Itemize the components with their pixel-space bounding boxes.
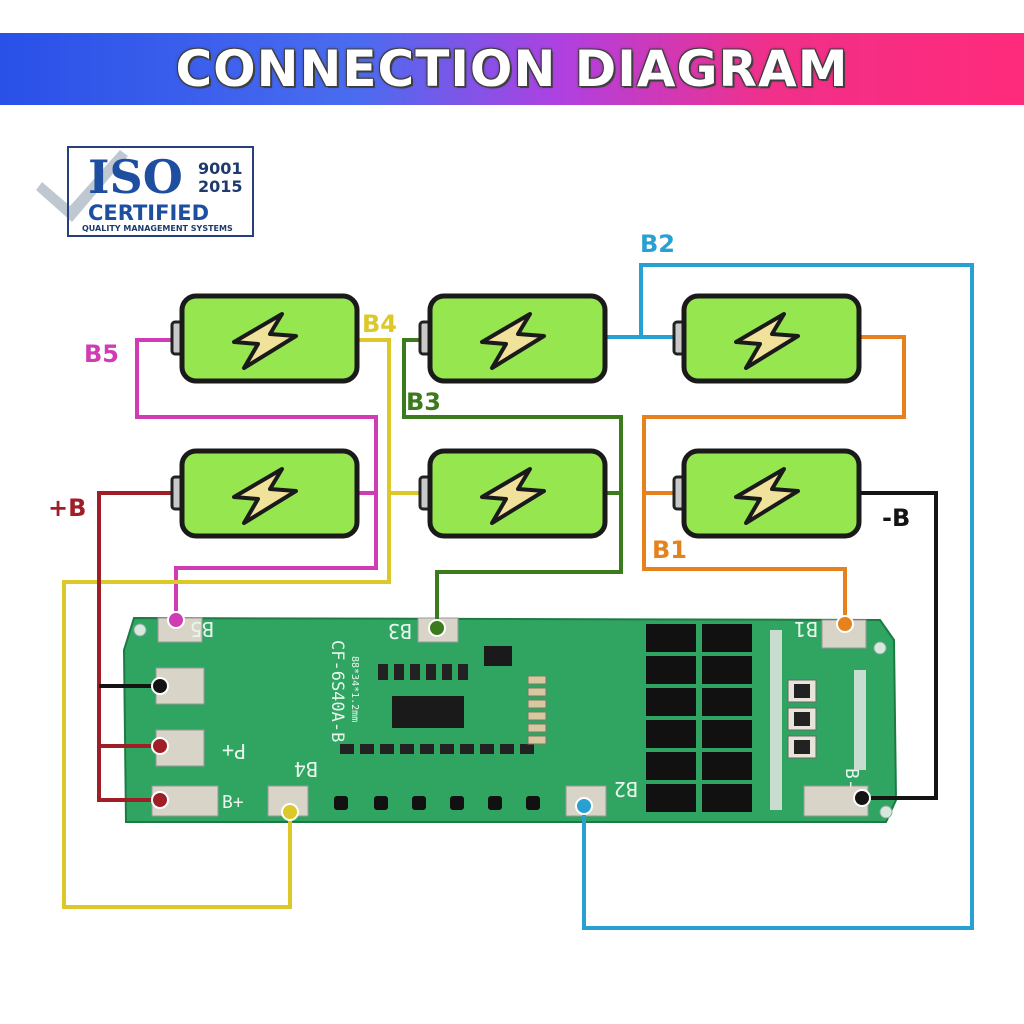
label-plus-b: +B [48, 494, 86, 522]
checkmark-icon [36, 150, 128, 222]
mount-hole-icon [879, 805, 893, 819]
mount-hole-icon [873, 641, 887, 655]
pcb-label-b2: B2 [614, 777, 638, 801]
wire-plus-b [97, 491, 176, 802]
label-b4: B4 [362, 310, 397, 338]
pcb-label-p-plus: P+ [222, 739, 246, 763]
wire-minus-b [858, 491, 938, 800]
label-b2: B2 [640, 230, 675, 258]
label-minus-b: -B [882, 504, 910, 532]
label-b5: B5 [84, 340, 119, 368]
connection-dots [151, 611, 871, 821]
iso-badge: ISO 9001 2015 CERTIFIED QUALITY MANAGEME… [36, 146, 254, 237]
iso-subtitle-text: QUALITY MANAGEMENT SYSTEMS [82, 224, 233, 233]
copper-strip [770, 630, 782, 810]
small-ic-chip [484, 646, 512, 666]
battery-icon [418, 448, 608, 539]
battery-icon [672, 448, 862, 539]
copper-strip [854, 670, 866, 770]
resistor-row-top [378, 664, 468, 680]
battery-icon [170, 293, 360, 384]
pcb-label-b5: B5 [190, 617, 214, 641]
iso-year-bottom: 2015 [198, 177, 243, 196]
pcb-dimension-text: 88*34*1.2mm [349, 656, 360, 722]
page-title: CONNECTION DIAGRAM [175, 40, 849, 98]
pcb-label-b3: B3 [388, 619, 412, 643]
title-banner [0, 33, 1024, 105]
transistor-row [334, 796, 540, 810]
shunt-resistors [787, 679, 817, 759]
mount-hole-icon [133, 623, 147, 637]
iso-year-top: 9001 [198, 159, 243, 178]
iso-certified-text: CERTIFIED [88, 201, 209, 225]
wire-b5 [135, 338, 378, 620]
wire-b4 [62, 338, 391, 909]
iso-badge-frame [67, 146, 254, 237]
pcb-model-text: CF-6S40A-B [327, 640, 347, 742]
wire-b3 [402, 338, 623, 626]
battery-cells [170, 293, 862, 539]
label-b3: B3 [406, 388, 441, 416]
wire-b1 [642, 335, 906, 624]
pcb-label-b4: B4 [294, 757, 318, 781]
iso-main-text: ISO [88, 150, 183, 204]
pcb-label-b-minus: B- [841, 768, 862, 790]
battery-icon [418, 293, 608, 384]
mosfet-array [646, 624, 752, 812]
main-ic-chip [392, 696, 464, 728]
pcb-label-b1: B1 [794, 617, 818, 641]
bms-board: B5 B3 B1 P+ B+ B4 B2 B- CF-6S40A-B 88*34… [122, 616, 898, 823]
resistor-row-bottom [340, 744, 534, 754]
label-b1: B1 [652, 536, 687, 564]
battery-icon [170, 448, 360, 539]
capacitor-column [527, 675, 547, 745]
battery-icon [672, 293, 862, 384]
pcb-label-b-plus: B+ [222, 792, 244, 813]
